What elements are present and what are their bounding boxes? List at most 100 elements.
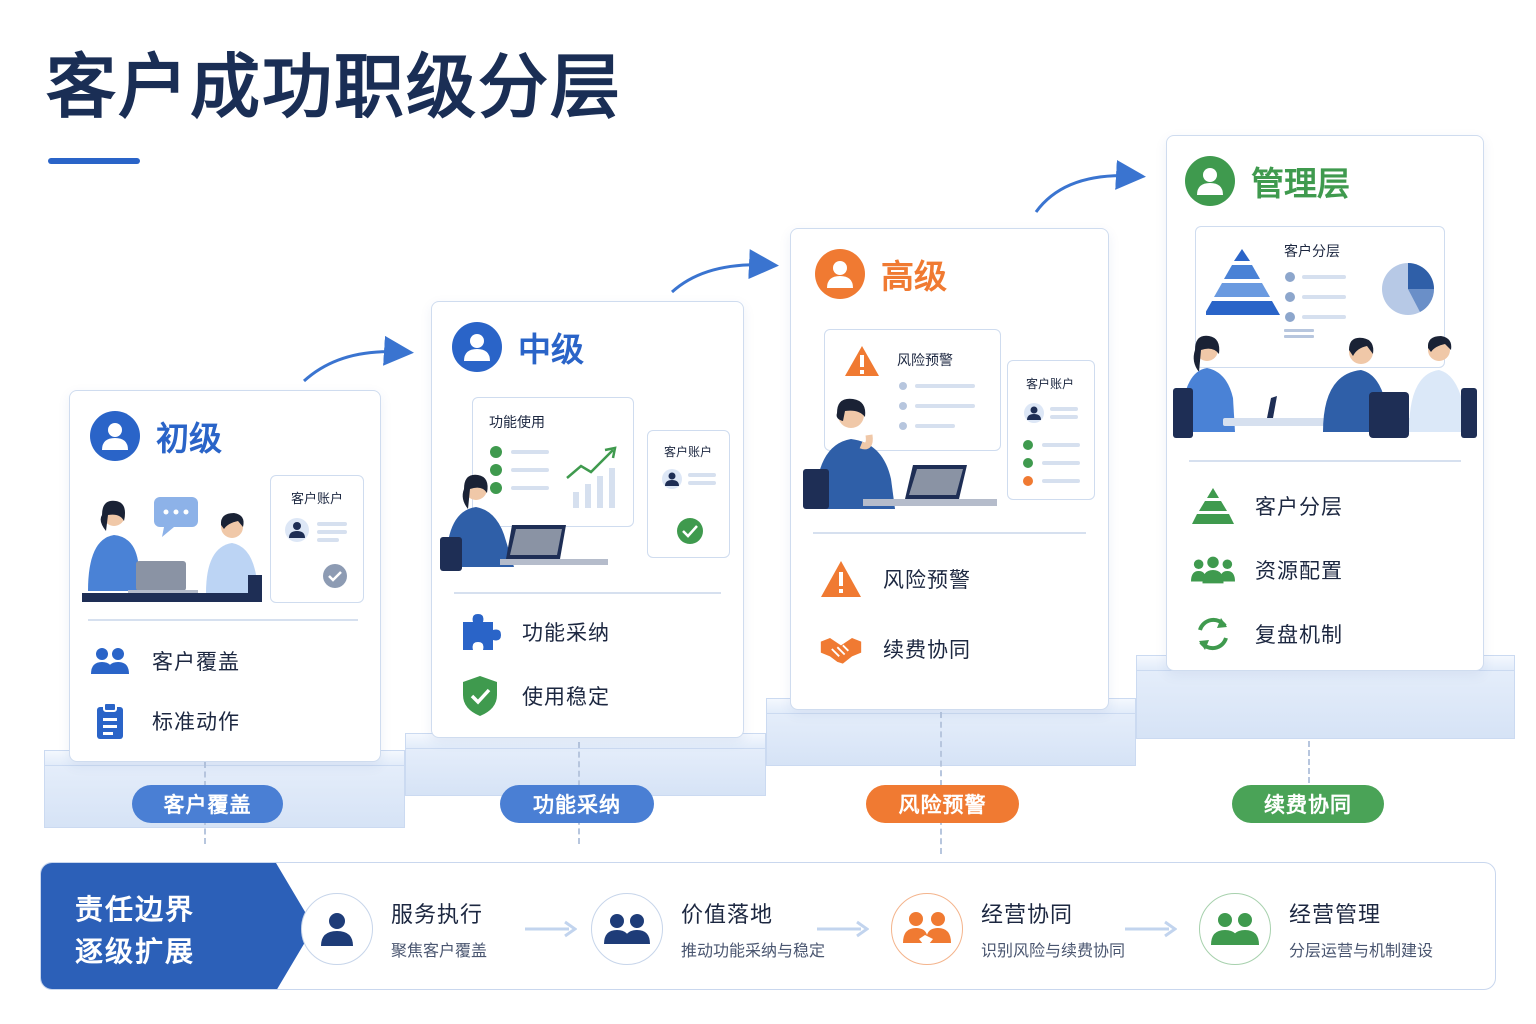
screen-title: 客户分层	[1284, 244, 1340, 260]
bar-label-block	[41, 863, 276, 989]
user-avatar-icon	[815, 249, 865, 299]
panel-title: 客户账户	[291, 492, 344, 507]
arrow-1	[302, 335, 414, 383]
feature-risk-alert: 风险预警	[819, 559, 971, 599]
account-panel: 客户账户	[647, 430, 730, 558]
tier-title: 中级	[518, 330, 584, 369]
step-service-execution: 服务执行 聚焦客户覆盖	[301, 893, 487, 965]
card-divider	[1189, 460, 1461, 462]
segmentation-screen: 客户分层	[1195, 226, 1445, 368]
account-detail-graphic	[285, 518, 347, 588]
account-panel: 客户账户	[1007, 360, 1095, 500]
refresh-icon	[1191, 614, 1235, 654]
step-business-collab: 经营协同 识别风险与续费协同	[891, 893, 1125, 965]
feature-review-mechanism: 复盘机制	[1191, 614, 1343, 654]
group-icon	[1199, 893, 1271, 965]
bar-label-text: 责任边界 逐级扩展	[75, 889, 195, 973]
tier-tag-pill: 客户覆盖	[132, 785, 283, 823]
feature-resource-allocation: 资源配置	[1191, 550, 1343, 590]
connector-3	[940, 712, 942, 854]
user-avatar-icon	[1185, 156, 1235, 206]
users-icon	[88, 641, 132, 681]
arrow-3	[1034, 159, 1146, 213]
card-divider	[454, 592, 721, 594]
responsibility-bar: 责任边界 逐级扩展 服务执行 聚焦客户覆盖 价值落地 推动功能采纳与稳定 经营协…	[40, 862, 1496, 990]
feature-standard-actions: 标准动作	[88, 701, 240, 741]
feature-stable-usage: 使用稳定	[458, 676, 610, 716]
team-icon	[1191, 550, 1235, 590]
step-subtitle: 识别风险与续费协同	[981, 941, 1126, 960]
step-subtitle: 分层运营与机制建设	[1289, 941, 1434, 960]
tier-title: 初级	[156, 419, 222, 458]
feature-label: 复盘机制	[1255, 623, 1343, 647]
panel-title: 客户账户	[1026, 377, 1075, 391]
screen-title: 功能使用	[489, 415, 545, 431]
handshake-icon	[819, 629, 863, 669]
usage-chart-graphic	[490, 446, 617, 508]
tier-tag-pill: 续费协同	[1232, 785, 1384, 823]
warning-icon	[845, 346, 879, 376]
account-panel: 客户账户	[270, 475, 364, 603]
feature-label: 风险预警	[883, 568, 971, 592]
puzzle-icon	[458, 612, 502, 652]
user-avatar-icon	[90, 411, 140, 461]
screen-title: 风险预警	[897, 353, 953, 369]
pyramid-icon	[1191, 486, 1235, 526]
step-subtitle: 聚焦客户覆盖	[391, 941, 488, 960]
feature-customer-segmentation: 客户分层	[1191, 486, 1343, 526]
bar-label-line: 逐级扩展	[75, 935, 196, 968]
feature-label: 客户分层	[1255, 495, 1343, 519]
account-status-graphic	[1023, 403, 1080, 486]
risk-alert-screen: 风险预警	[824, 329, 1001, 451]
feature-label: 客户覆盖	[152, 650, 240, 674]
step-arrow-icon	[525, 920, 577, 938]
analyst-illustration	[440, 474, 608, 571]
segmentation-graphic	[1206, 249, 1434, 338]
tier-card-junior: 初级 客户账户 客户覆盖	[69, 390, 381, 762]
feature-renewal-collab: 续费协同	[819, 629, 971, 669]
step-arrow-icon	[1125, 920, 1177, 938]
tier-card-intermediate: 中级 功能使用 客户账户	[431, 301, 744, 738]
panel-title: 客户账户	[664, 445, 713, 459]
pedestal-tier-3	[766, 698, 1136, 766]
step-title: 经营协同	[981, 903, 1074, 928]
card-divider	[813, 532, 1086, 534]
feature-label: 标准动作	[152, 710, 240, 734]
clipboard-icon	[88, 701, 132, 741]
step-title: 服务执行	[391, 903, 484, 928]
feature-label: 使用稳定	[522, 685, 610, 709]
tier-title: 高级	[881, 257, 947, 296]
team-meeting-illustration	[1173, 335, 1477, 438]
pair-icon	[591, 893, 663, 965]
feature-usage-screen: 功能使用	[472, 397, 634, 527]
tier-card-management: 管理层 客户分层	[1166, 135, 1484, 671]
step-subtitle: 推动功能采纳与稳定	[681, 941, 826, 960]
title-underline	[48, 158, 140, 164]
meeting-illustration	[82, 497, 262, 602]
card-divider	[88, 619, 358, 621]
collab-icon	[891, 893, 963, 965]
account-detail-graphic	[662, 469, 716, 544]
warning-icon	[819, 559, 863, 599]
step-arrow-icon	[817, 920, 869, 938]
user-avatar-icon	[452, 322, 502, 372]
step-value-delivery: 价值落地 推动功能采纳与稳定	[591, 893, 825, 965]
feature-adoption: 功能采纳	[458, 612, 610, 652]
connector-4	[1308, 741, 1310, 783]
bar-label-line: 责任边界	[75, 893, 196, 926]
step-title: 经营管理	[1289, 903, 1382, 928]
feature-label: 功能采纳	[522, 621, 610, 645]
tier-title: 管理层	[1251, 164, 1350, 203]
step-business-management: 经营管理 分层运营与机制建设	[1199, 893, 1433, 965]
manager-illustration	[803, 398, 997, 509]
tier-tag-pill: 风险预警	[866, 785, 1019, 823]
feature-label: 续费协同	[883, 638, 971, 662]
alert-list-graphic	[899, 382, 975, 430]
feature-customer-coverage: 客户覆盖	[88, 641, 240, 681]
step-title: 价值落地	[681, 903, 774, 928]
arrow-2	[670, 249, 779, 294]
tier-tag-pill: 功能采纳	[500, 785, 654, 823]
person-icon	[301, 893, 373, 965]
feature-label: 资源配置	[1255, 559, 1343, 583]
